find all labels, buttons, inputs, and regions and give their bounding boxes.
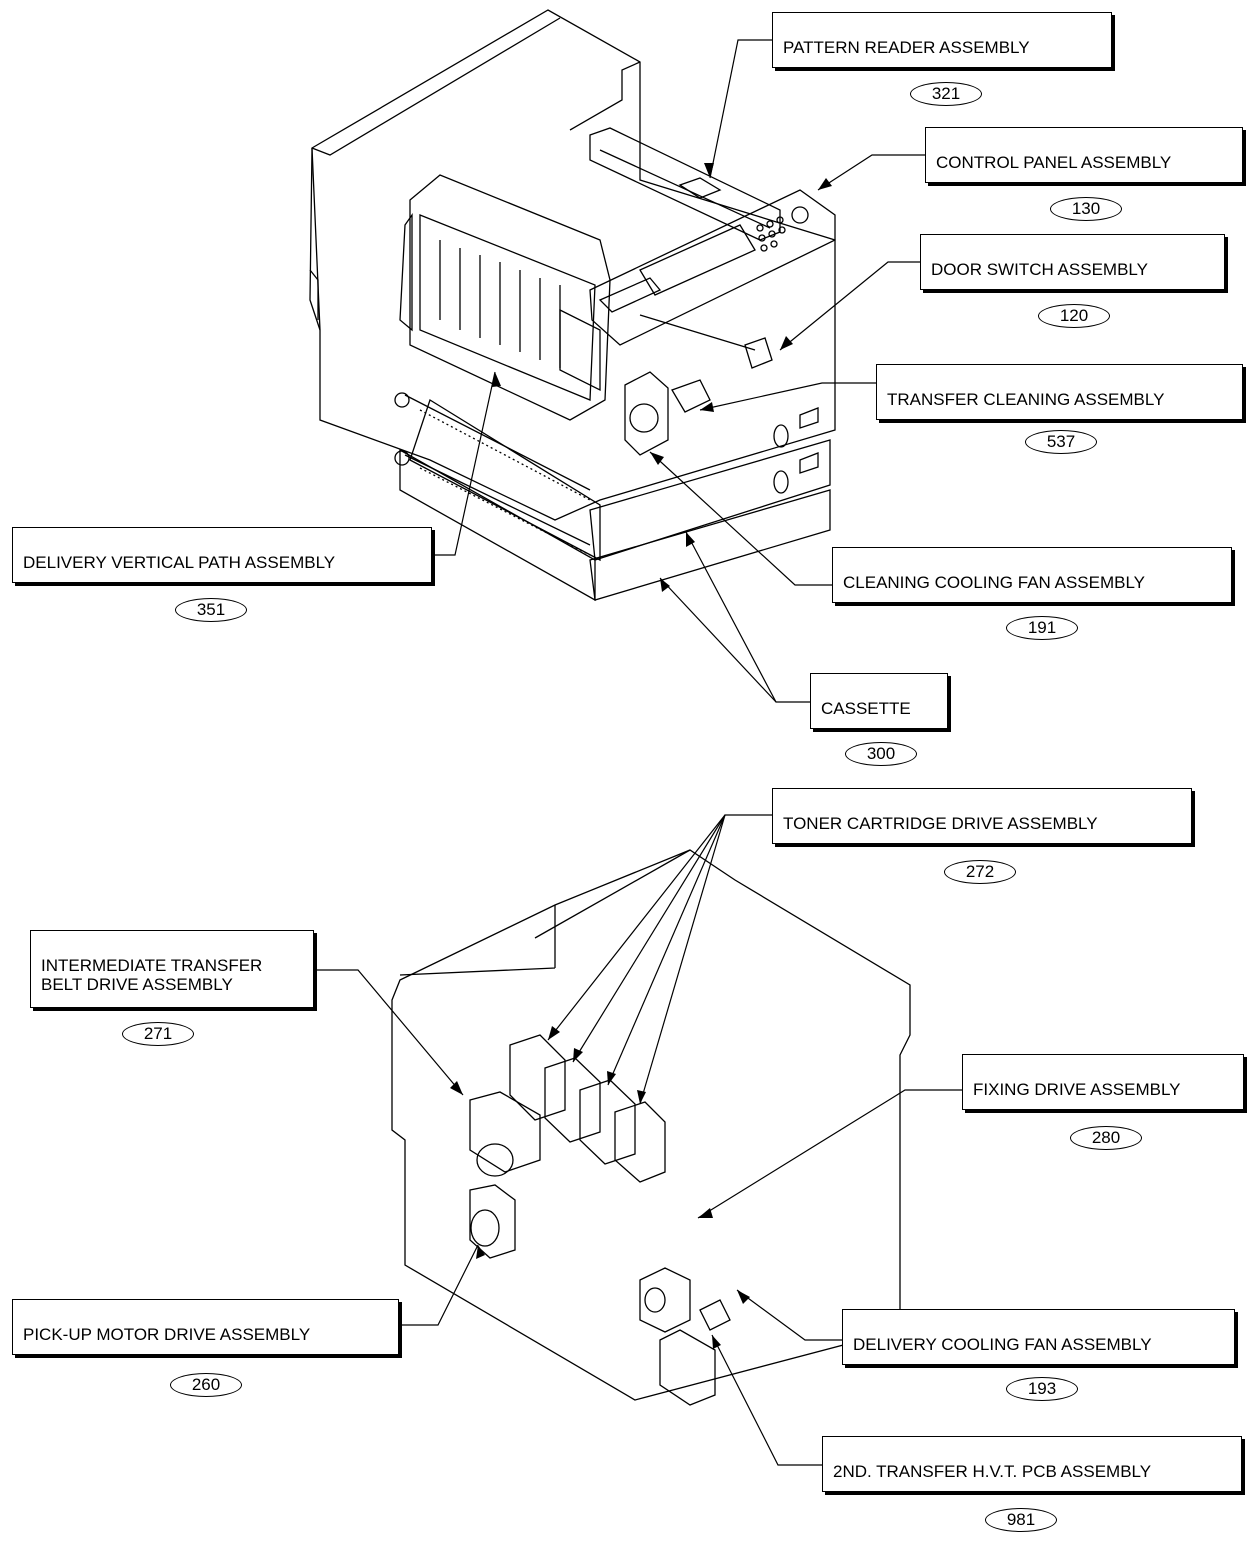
itb-drive-unit bbox=[469, 1091, 541, 1177]
callout-label: FIXING DRIVE ASSEMBLY bbox=[973, 1080, 1181, 1099]
door-switch-unit bbox=[639, 314, 773, 369]
callout-label: TRANSFER CLEANING ASSEMBLY bbox=[887, 390, 1165, 409]
hvt-pcb-unit bbox=[659, 1329, 716, 1406]
callout-label: PATTERN READER ASSEMBLY bbox=[783, 38, 1030, 57]
callout-number: 300 bbox=[845, 742, 917, 766]
callout-label: CONTROL PANEL ASSEMBLY bbox=[936, 153, 1172, 172]
callout-cleaning-cooling-fan: CLEANING COOLING FAN ASSEMBLY bbox=[832, 547, 1232, 603]
callout-number: 280 bbox=[1070, 1126, 1142, 1150]
leader-lines bbox=[314, 39, 962, 1466]
callout-number: 260 bbox=[170, 1373, 242, 1397]
callout-number: 537 bbox=[1025, 430, 1097, 454]
callout-delivery-cooling-fan: DELIVERY COOLING FAN ASSEMBLY bbox=[842, 1309, 1235, 1365]
delivery-vertical-path-unit bbox=[399, 174, 611, 421]
callout-pattern-reader: PATTERN READER ASSEMBLY bbox=[772, 12, 1112, 68]
callout-label: DELIVERY COOLING FAN ASSEMBLY bbox=[853, 1335, 1152, 1354]
fixing-drive-unit bbox=[639, 1267, 691, 1333]
callout-number: 191 bbox=[1006, 616, 1078, 640]
callout-number: 271 bbox=[122, 1022, 194, 1046]
control-panel-unit bbox=[589, 189, 836, 346]
cleaning-fan-unit bbox=[624, 371, 711, 456]
callout-number: 272 bbox=[944, 860, 1016, 884]
printer-body-outline bbox=[309, 9, 836, 521]
callout-cassette: CASSETTE bbox=[810, 673, 948, 729]
pattern-reader-unit bbox=[589, 127, 781, 241]
callout-intermediate-transfer-belt-drive: INTERMEDIATE TRANSFER BELT DRIVE ASSEMBL… bbox=[30, 930, 314, 1008]
delivery-fan-unit bbox=[699, 1299, 731, 1331]
callout-label: CASSETTE bbox=[821, 699, 911, 718]
callout-number: 321 bbox=[910, 82, 982, 106]
callout-control-panel: CONTROL PANEL ASSEMBLY bbox=[925, 127, 1243, 183]
arrowheads bbox=[450, 163, 832, 1349]
lower-frame-outline bbox=[391, 849, 911, 1401]
callout-label: PICK-UP MOTOR DRIVE ASSEMBLY bbox=[23, 1325, 311, 1344]
callout-2nd-transfer-hvt-pcb: 2ND. TRANSFER H.V.T. PCB ASSEMBLY bbox=[822, 1436, 1242, 1492]
callout-toner-cartridge-drive: TONER CARTRIDGE DRIVE ASSEMBLY bbox=[772, 788, 1192, 844]
callout-label: INTERMEDIATE TRANSFER BELT DRIVE ASSEMBL… bbox=[41, 956, 263, 994]
callout-fixing-drive: FIXING DRIVE ASSEMBLY bbox=[962, 1054, 1244, 1110]
toner-drive-units bbox=[509, 1034, 666, 1183]
pickup-motor-unit bbox=[469, 1184, 516, 1259]
callout-number: 981 bbox=[985, 1508, 1057, 1532]
callout-pick-up-motor-drive: PICK-UP MOTOR DRIVE ASSEMBLY bbox=[12, 1299, 399, 1355]
cassette-drawers bbox=[394, 392, 831, 602]
callout-number: 120 bbox=[1038, 304, 1110, 328]
callout-transfer-cleaning: TRANSFER CLEANING ASSEMBLY bbox=[876, 364, 1243, 420]
callout-label: DOOR SWITCH ASSEMBLY bbox=[931, 260, 1148, 279]
callout-delivery-vertical-path: DELIVERY VERTICAL PATH ASSEMBLY bbox=[12, 527, 432, 583]
callout-label: CLEANING COOLING FAN ASSEMBLY bbox=[843, 573, 1145, 592]
callout-number: 130 bbox=[1050, 197, 1122, 221]
callout-number: 351 bbox=[175, 598, 247, 622]
callout-label: 2ND. TRANSFER H.V.T. PCB ASSEMBLY bbox=[833, 1462, 1152, 1481]
callout-label: DELIVERY VERTICAL PATH ASSEMBLY bbox=[23, 553, 336, 572]
callout-number: 193 bbox=[1006, 1377, 1078, 1401]
callout-label: TONER CARTRIDGE DRIVE ASSEMBLY bbox=[783, 814, 1098, 833]
callout-door-switch: DOOR SWITCH ASSEMBLY bbox=[920, 234, 1225, 290]
